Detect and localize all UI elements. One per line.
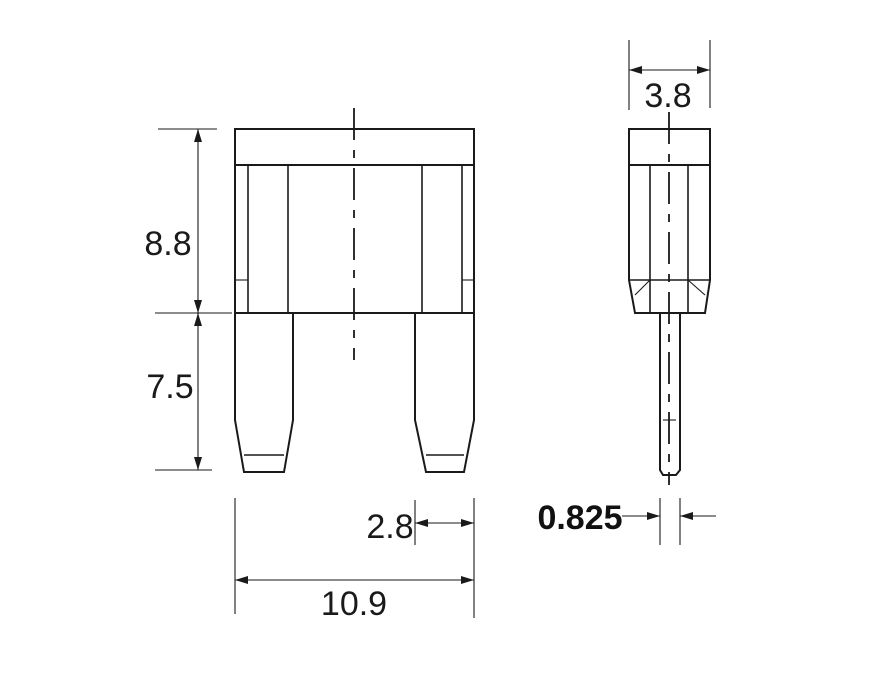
dim-blade-thickness: 0.825 — [537, 498, 716, 545]
dim-body-height: 8.8 — [144, 128, 232, 314]
front-right-blade — [414, 313, 475, 473]
dim-total-width-label: 10.9 — [321, 585, 387, 623]
dim-blade-width: 2.8 — [366, 508, 474, 546]
dim-blade-length: 7.5 — [146, 313, 212, 471]
dim-blade-width-label: 2.8 — [366, 508, 413, 546]
side-view — [628, 112, 711, 485]
side-housing — [628, 165, 711, 314]
front-view — [234, 108, 475, 473]
dim-blade-length-label: 7.5 — [146, 368, 193, 406]
side-blade — [659, 313, 681, 476]
dim-total-width: 10.9 — [235, 576, 474, 623]
dim-blade-thickness-label: 0.825 — [537, 499, 622, 537]
dim-body-height-label: 8.8 — [144, 225, 191, 263]
dim-thickness-label: 3.8 — [644, 77, 691, 115]
dim-thickness: 3.8 — [628, 40, 711, 115]
front-left-blade — [234, 313, 294, 473]
